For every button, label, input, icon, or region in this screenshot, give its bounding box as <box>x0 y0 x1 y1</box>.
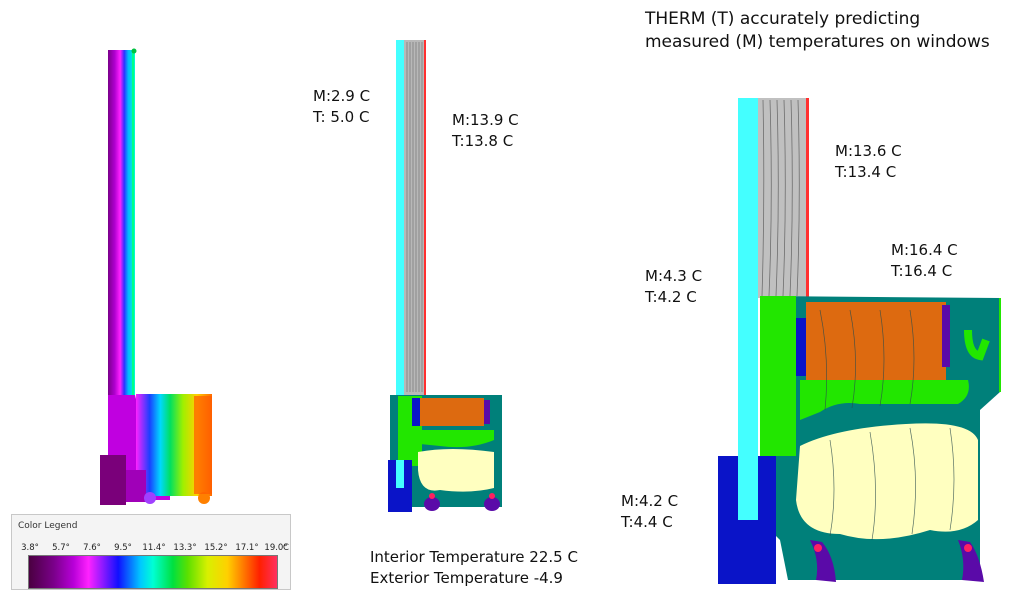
legend-tick: 3.8° <box>21 543 39 553</box>
label-right-base: M:4.2 C T:4.4 C <box>621 491 678 533</box>
boundary-conditions: Interior Temperature 22.5 C Exterior Tem… <box>370 547 578 589</box>
therm-value: T:16.4 C <box>891 262 953 280</box>
title-line-2: measured (M) temperatures on windows <box>645 32 990 52</box>
therm-value: T: 5.0 C <box>313 108 370 126</box>
legend-tick: 13.3° <box>173 543 197 553</box>
label-right-outer: M:4.3 C T:4.2 C <box>645 266 702 308</box>
legend-title: Color Legend <box>18 521 78 531</box>
thermal-colormap-section <box>100 48 212 505</box>
color-legend: Color Legend 3.8° 5.7° 7.6° 9.5° 11.4° 1… <box>11 514 291 590</box>
label-right-glass: M:13.6 C T:13.4 C <box>835 141 902 183</box>
measured-value: M:13.6 C <box>835 142 902 160</box>
legend-tick: 19.0° <box>264 543 288 553</box>
measured-value: M:4.2 C <box>621 492 679 510</box>
label-right-frame: M:16.4 C T:16.4 C <box>891 240 958 282</box>
legend-tick: 7.6° <box>83 543 101 553</box>
legend-tick: 9.5° <box>114 543 132 553</box>
legend-tick: 5.7° <box>52 543 70 553</box>
measured-value: M:13.9 C <box>452 111 519 129</box>
legend-unit: C <box>283 543 289 553</box>
figure-title: THERM (T) accurately predicting measured… <box>645 8 990 54</box>
interior-temperature: Interior Temperature 22.5 C <box>370 548 578 566</box>
measured-value: M:2.9 C <box>313 87 371 105</box>
label-mid-outer: M:2.9 C T: 5.0 C <box>313 86 370 128</box>
therm-value: T:13.4 C <box>835 163 897 181</box>
legend-tick: 15.2° <box>204 543 228 553</box>
legend-tick: 11.4° <box>142 543 166 553</box>
label-mid-inner: M:13.9 C T:13.8 C <box>452 110 519 152</box>
measured-value: M:4.3 C <box>645 267 703 285</box>
measured-value: M:16.4 C <box>891 241 958 259</box>
therm-value: T:4.2 C <box>645 288 697 306</box>
therm-value: T:4.4 C <box>621 513 673 531</box>
title-line-1: THERM (T) accurately predicting <box>645 9 921 29</box>
exterior-temperature: Exterior Temperature -4.9 <box>370 569 563 587</box>
legend-color-bar <box>28 555 278 589</box>
therm-value: T:13.8 C <box>452 132 514 150</box>
legend-tick: 17.1° <box>235 543 259 553</box>
legend-ticks: 3.8° 5.7° 7.6° 9.5° 11.4° 13.3° 15.2° 17… <box>21 543 287 553</box>
